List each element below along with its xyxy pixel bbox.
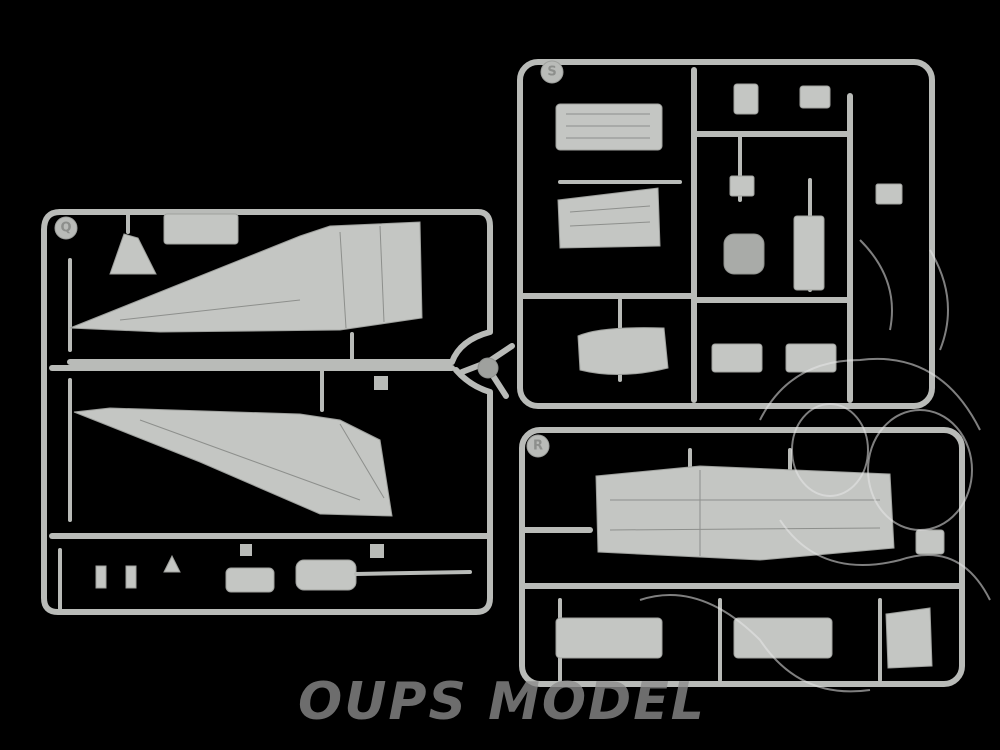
sprue-letter-s: S — [547, 65, 556, 80]
sprue-letter-r: R — [533, 439, 543, 454]
small-part — [729, 175, 755, 197]
small-pin-part — [125, 565, 137, 589]
wing-upper-part — [69, 221, 423, 333]
cockpit-tub-part — [555, 103, 663, 151]
nose-cone-part — [577, 327, 669, 375]
small-tank-part — [225, 567, 275, 593]
tail-fin-part — [109, 233, 157, 275]
intake-part — [555, 617, 663, 659]
fin-section-part — [885, 607, 933, 669]
intake-part — [733, 617, 833, 659]
wing-lower-part — [73, 407, 393, 517]
small-part — [799, 85, 831, 109]
sprue-letter-q: Q — [60, 221, 71, 236]
rectangular-panel-part — [163, 213, 239, 245]
sprue-tag-r: R — [526, 434, 550, 458]
fuselage-half-part — [595, 465, 895, 561]
small-part — [875, 183, 903, 205]
watermark-text: OUPS MODEL — [298, 672, 706, 732]
instrument-panel-part — [557, 187, 661, 249]
sprue-frame-q — [41, 209, 493, 615]
landing-gear-bay-part — [793, 215, 825, 291]
sprue-frame-r — [519, 427, 965, 687]
cartoon-watermark — [639, 239, 991, 693]
wheel-part — [723, 233, 765, 275]
sprue-tag-s: S — [540, 60, 564, 84]
drop-tank-part — [295, 559, 357, 591]
antenna-part — [163, 554, 181, 573]
small-part — [915, 529, 945, 555]
bracket-part — [711, 343, 763, 373]
small-part — [733, 83, 759, 115]
small-pin-part — [95, 565, 107, 589]
sprue-tag-q: Q — [54, 216, 78, 240]
sprue-hub — [459, 343, 515, 399]
bracket-part — [785, 343, 837, 373]
